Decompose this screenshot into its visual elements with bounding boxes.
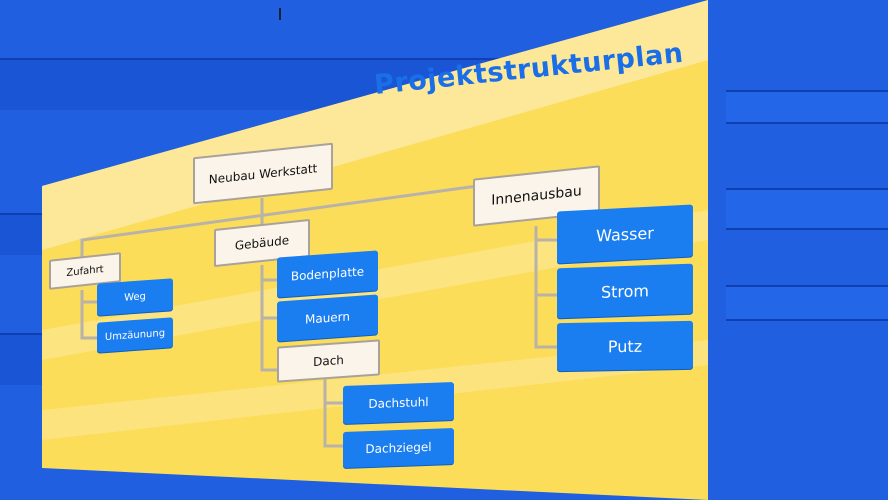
- node-dachstuhl: Dachstuhl: [343, 382, 454, 424]
- node-dachziegel: Dachziegel: [343, 428, 454, 468]
- background-line: [0, 58, 888, 60]
- tick-mark: [279, 8, 281, 20]
- node-mauern: Mauern: [277, 294, 378, 342]
- node-strom: Strom: [557, 263, 693, 319]
- right-panel: [708, 0, 888, 500]
- node-bodenplatte: Bodenplatte: [277, 250, 378, 298]
- right-band: [726, 90, 888, 124]
- node-dach: Dach: [277, 339, 380, 383]
- node-putz: Putz: [557, 320, 693, 372]
- right-band: [726, 188, 888, 230]
- node-weg: Weg: [97, 278, 173, 316]
- node-umzaeunung: Umzäunung: [97, 317, 173, 353]
- node-wasser: Wasser: [557, 204, 693, 264]
- right-band: [726, 285, 888, 321]
